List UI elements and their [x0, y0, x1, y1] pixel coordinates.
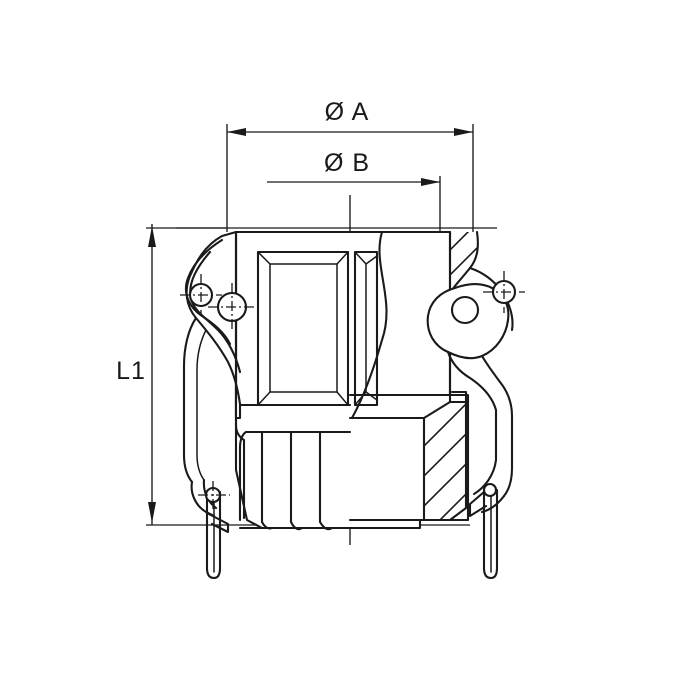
left-pivot-pin-crosshair — [180, 274, 222, 316]
right-cam-lower-tail-inner — [480, 354, 514, 498]
left-cam-skirt-inner — [196, 329, 207, 481]
body-upper-boss-bevel — [257, 251, 271, 406]
right-handle-shaft-left — [482, 488, 493, 580]
left-cam-lobe-pin-crosshair — [208, 283, 256, 331]
diameter-b-arrow-right — [421, 178, 440, 186]
right-handle-hook-inner — [480, 494, 506, 514]
l1-arrow-top — [148, 226, 156, 247]
left-cam-rear-curve — [189, 250, 242, 374]
right-cam-lobe-pin-circle — [450, 295, 480, 325]
body-right-step — [448, 390, 468, 522]
right-cam-lower-tail — [446, 350, 498, 462]
dimension-diameter-b: Ø B — [267, 149, 440, 186]
diameter-a-label: Ø A — [325, 98, 370, 126]
right-handle-pin-circle — [482, 482, 498, 498]
body-upper-boss-outer — [256, 250, 350, 407]
left-handle-shaft-left — [205, 490, 216, 580]
diameter-b-label: Ø B — [324, 149, 370, 177]
left-cam-lobe-outline — [184, 238, 232, 346]
body-upper-boss-bevel-right — [336, 251, 349, 406]
hex-nut-flats — [238, 430, 352, 531]
l1-arrow-bottom — [148, 502, 156, 523]
diameter-a-arrow-right — [454, 128, 473, 136]
left-handle-pin-crosshair — [198, 481, 230, 510]
left-cam-skirt — [182, 316, 198, 484]
right-handle-shaft-right — [489, 488, 499, 580]
left-handle-tip-plate — [205, 511, 230, 534]
body-gasket-profile — [350, 230, 388, 420]
dimension-diameter-a: Ø A — [227, 98, 473, 136]
right-cam-arm — [426, 230, 525, 498]
left-cam-arm — [180, 230, 256, 484]
section-hatching-lower-right — [424, 403, 466, 520]
right-pivot-pin-crosshair — [483, 271, 525, 313]
right-handle-tip-plate — [468, 490, 488, 518]
coupler-body — [234, 230, 470, 531]
diameter-a-arrow-left — [227, 128, 246, 136]
dimension-length-l1: L1 — [116, 224, 156, 525]
body-left-shoulder — [234, 398, 246, 520]
right-handle-hook-outer — [472, 458, 498, 496]
left-handle — [190, 478, 230, 580]
right-handle — [468, 458, 506, 580]
left-handle-shaft-right — [212, 490, 222, 580]
right-cam-nub — [448, 390, 468, 404]
l1-label: L1 — [116, 357, 146, 385]
